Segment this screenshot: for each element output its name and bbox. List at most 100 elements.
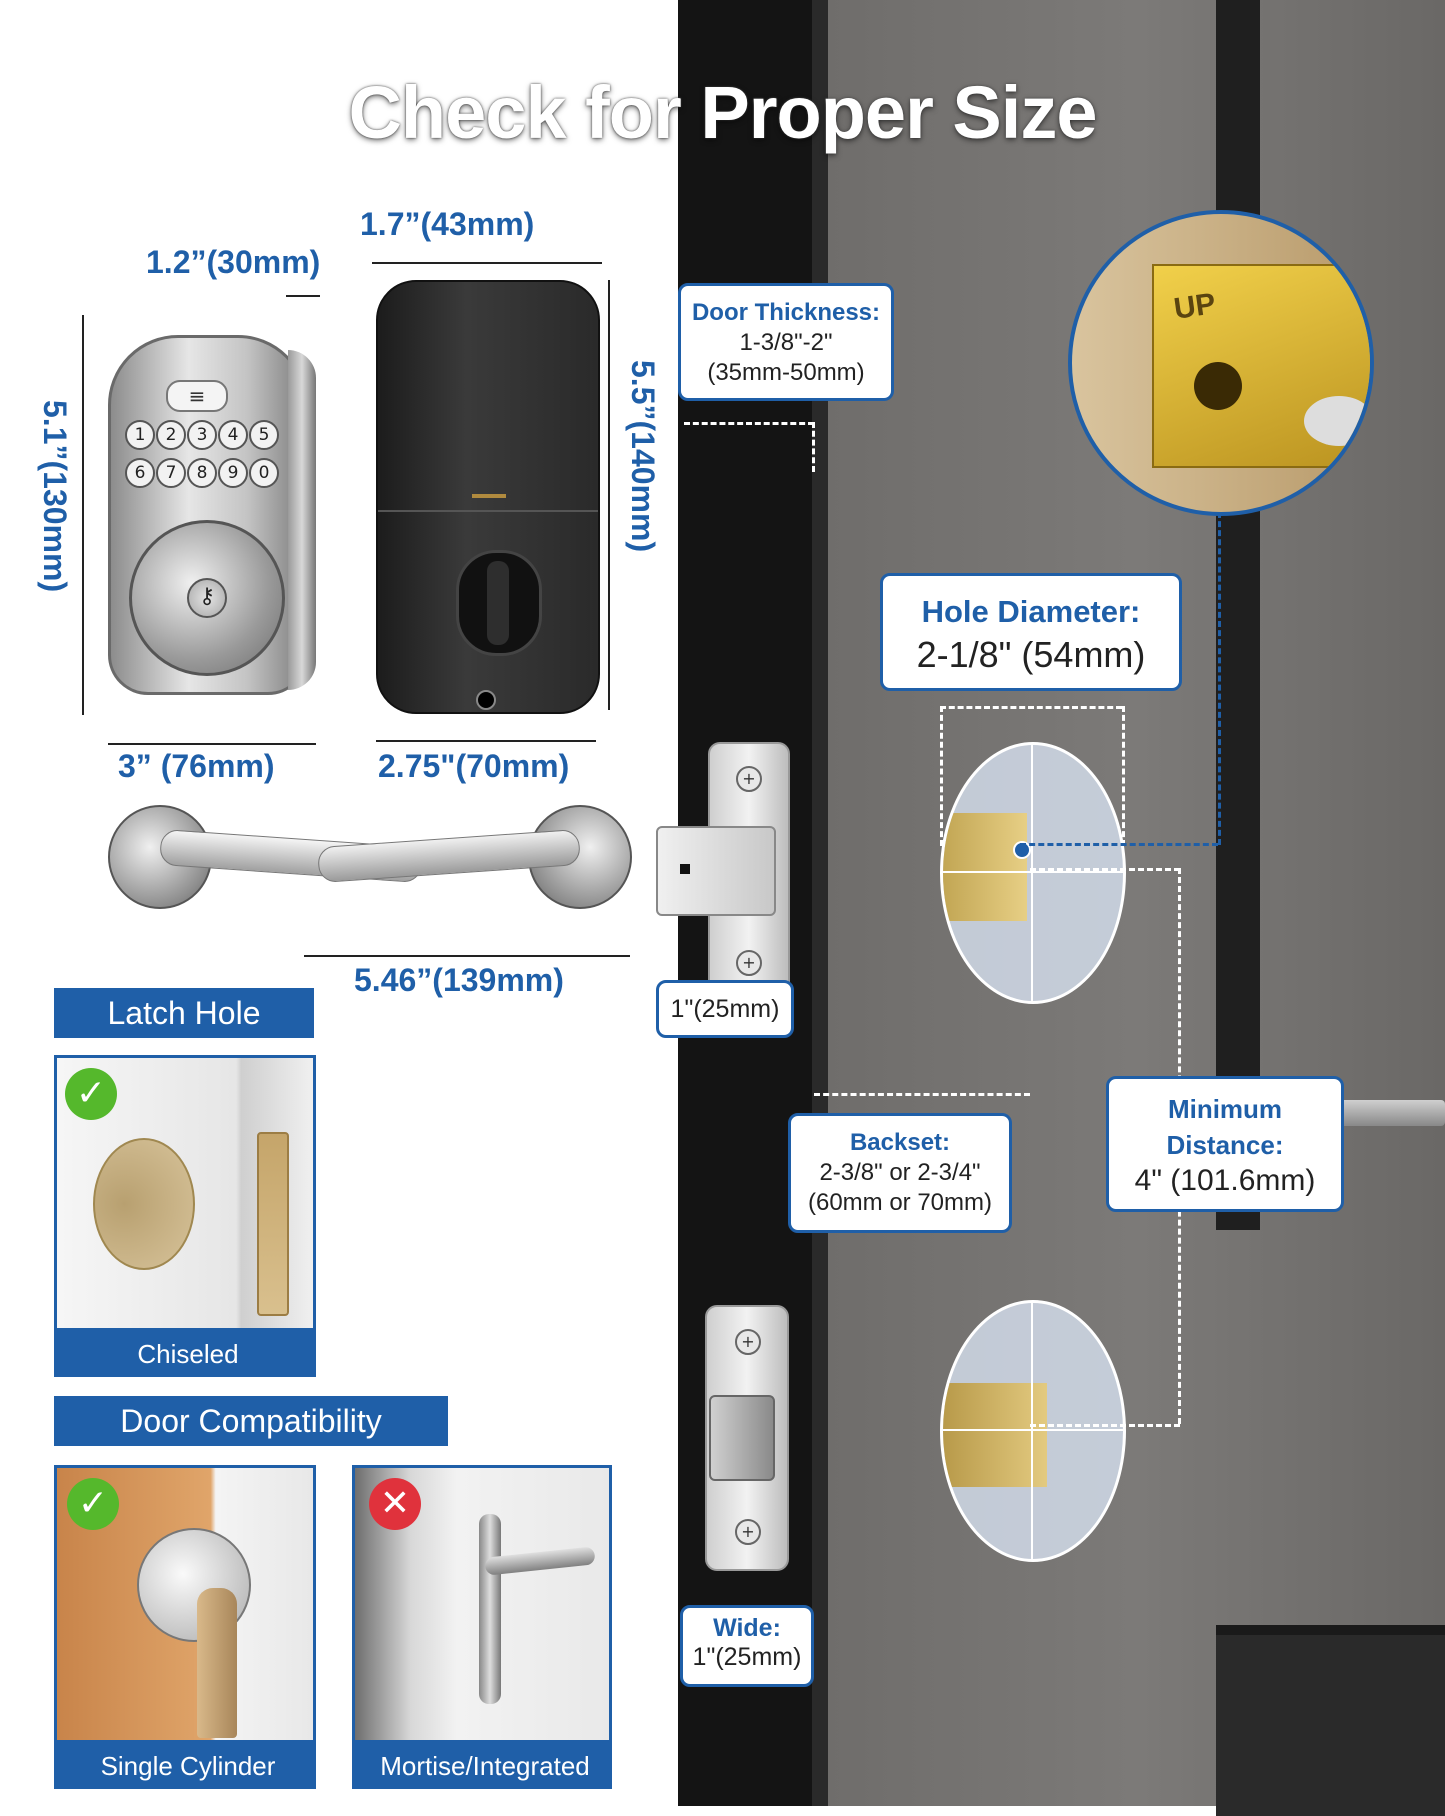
keypad-key-5: 5 — [249, 420, 279, 450]
interior-width-label: 2.75"(70mm) — [378, 748, 570, 784]
interior-depth-label: 1.7”(43mm) — [360, 206, 535, 242]
keypad-key-0: 0 — [249, 458, 279, 488]
screw-icon: + — [736, 950, 762, 976]
inset-hole — [1194, 362, 1242, 410]
interior-width-arrow — [376, 740, 596, 742]
interior-seam — [378, 510, 598, 512]
hole-guide-right — [1122, 706, 1125, 846]
screw-icon: + — [735, 1329, 761, 1355]
distance-guide-top — [1030, 868, 1180, 871]
latch-plate-width-callout: 1"(25mm) — [656, 980, 794, 1038]
mortise-caption-text: Mortise/Integrated — [380, 1751, 590, 1781]
door-groove-lower — [1216, 1625, 1445, 1816]
bore-crosshair-v2 — [1031, 1303, 1033, 1559]
latch-hole-caption-text: Chiseled — [137, 1339, 239, 1369]
latch-plate-gold: UP — [1152, 264, 1370, 468]
keypad-key-2: 2 — [156, 420, 186, 450]
latch-hole-header: Latch Hole — [54, 988, 314, 1038]
keypad-cylinder: ⚷ — [129, 520, 285, 676]
latch-bolt — [656, 826, 776, 916]
hole-diameter-value: 2-1/8" (54mm) — [916, 634, 1146, 675]
door-thickness-value: 1-3/8"-2" — [739, 329, 833, 356]
door-frame-edge — [812, 0, 828, 1806]
door-thickness-callout: Door Thickness: 1-3/8"-2" (35mm-50mm) — [678, 283, 894, 401]
door-compatibility-header-text: Door Compatibility — [120, 1403, 382, 1439]
mortise-lever — [484, 1546, 596, 1576]
minimum-value: 4" (101.6mm) — [1134, 1164, 1316, 1197]
latch-hole-photo: ✓ Chiseled — [54, 1055, 316, 1377]
thickness-guide-line — [684, 422, 814, 425]
hole-guide-left — [940, 706, 943, 846]
bore-hole-upper — [940, 742, 1126, 1004]
keypad-height-arrow — [82, 315, 84, 715]
key-icon — [197, 1588, 237, 1738]
bore-crosshair-h — [943, 871, 1123, 873]
latch-chisel-mortise — [257, 1132, 289, 1316]
latch-hole-caption: Chiseled — [57, 1328, 313, 1374]
backset-label: Backset: — [849, 1129, 951, 1156]
backset-guide-line — [814, 1093, 1030, 1096]
wide-label: Wide: — [713, 1614, 781, 1642]
bore-crosshair-v — [1031, 745, 1033, 1001]
keypad-width-arrow — [108, 743, 316, 745]
single-cylinder-photo: ✓ Single Cylinder — [54, 1465, 316, 1789]
interior-led — [472, 494, 506, 498]
lever-span-arrow — [304, 955, 630, 957]
thumbturn — [456, 550, 542, 656]
bore-crosshair-h2 — [943, 1429, 1123, 1431]
lever-span-label: 5.46”(139mm) — [354, 962, 564, 998]
single-cylinder-caption: Single Cylinder — [57, 1740, 313, 1786]
backset-callout: Backset: 2-3/8" or 2-3/4" (60mm or 70mm) — [788, 1113, 1012, 1233]
interior-height-label: 5.5”(140mm) — [625, 360, 661, 553]
interior-height-arrow — [608, 280, 610, 710]
backset-metric: (60mm or 70mm) — [807, 1189, 993, 1216]
mortise-plate — [479, 1514, 501, 1704]
bore-hole-lower — [940, 1300, 1126, 1562]
check-icon: ✓ — [65, 1068, 117, 1120]
keypad-height-label: 5.1”(130mm) — [37, 400, 73, 593]
door-thickness-metric: (35mm-50mm) — [707, 359, 865, 386]
thumbturn-lever — [487, 561, 509, 645]
mortise-integrated-photo: ✕ Mortise/Integrated — [352, 1465, 612, 1789]
minimum-distance-callout: Minimum Distance: 4" (101.6mm) — [1106, 1076, 1344, 1212]
check-icon: ✓ — [67, 1478, 119, 1530]
screw-icon: + — [735, 1519, 761, 1545]
minimum-label-1: Minimum — [1167, 1094, 1283, 1124]
inset-hole-2 — [1304, 396, 1370, 446]
latch-plate-width-value: 1"(25mm) — [670, 995, 780, 1023]
hole-diameter-label: Hole Diameter: — [921, 594, 1141, 629]
wide-callout: Wide: 1"(25mm) — [680, 1605, 814, 1687]
interior-unit — [376, 280, 600, 714]
mortise-caption: Mortise/Integrated — [355, 1740, 609, 1786]
door-thickness-label: Door Thickness: — [691, 299, 881, 326]
keypad-key-9: 9 — [218, 458, 248, 488]
inset-connector-vertical — [1218, 512, 1221, 845]
latch-bolt-hole — [680, 864, 690, 874]
interior-screw-icon — [476, 690, 496, 710]
hole-diameter-callout: Hole Diameter: 2-1/8" (54mm) — [880, 573, 1182, 691]
keypad-width-label: 3” (76mm) — [118, 748, 275, 784]
keypad-lock-side — [288, 350, 316, 690]
page-title: Check for Proper Size — [348, 71, 1097, 154]
keypad-depth-label: 1.2”(30mm) — [146, 244, 321, 280]
latch-bore-opening — [93, 1138, 195, 1270]
door-handle-bar — [1340, 1100, 1445, 1126]
keypad-depth-arrow — [286, 295, 320, 297]
interior-depth-arrow — [372, 262, 602, 264]
backset-value: 2-3/8" or 2-3/4" — [819, 1159, 981, 1186]
latch-faceplate-lower: + + — [705, 1305, 789, 1571]
keypad-key-1: 1 — [125, 420, 155, 450]
keypad-top-button: ≡ — [166, 380, 228, 412]
screw-icon: + — [736, 766, 762, 792]
door-groove — [1216, 0, 1260, 1230]
minimum-label-2: Distance: — [1166, 1130, 1284, 1160]
single-cylinder-caption-text: Single Cylinder — [100, 1751, 276, 1781]
distance-guide-bottom — [1030, 1424, 1180, 1427]
keypad-key-4: 4 — [218, 420, 248, 450]
inset-up-label: UP — [1171, 287, 1218, 326]
keyhole-icon: ⚷ — [187, 578, 227, 618]
keypad-key-3: 3 — [187, 420, 217, 450]
keypad-key-7: 7 — [156, 458, 186, 488]
